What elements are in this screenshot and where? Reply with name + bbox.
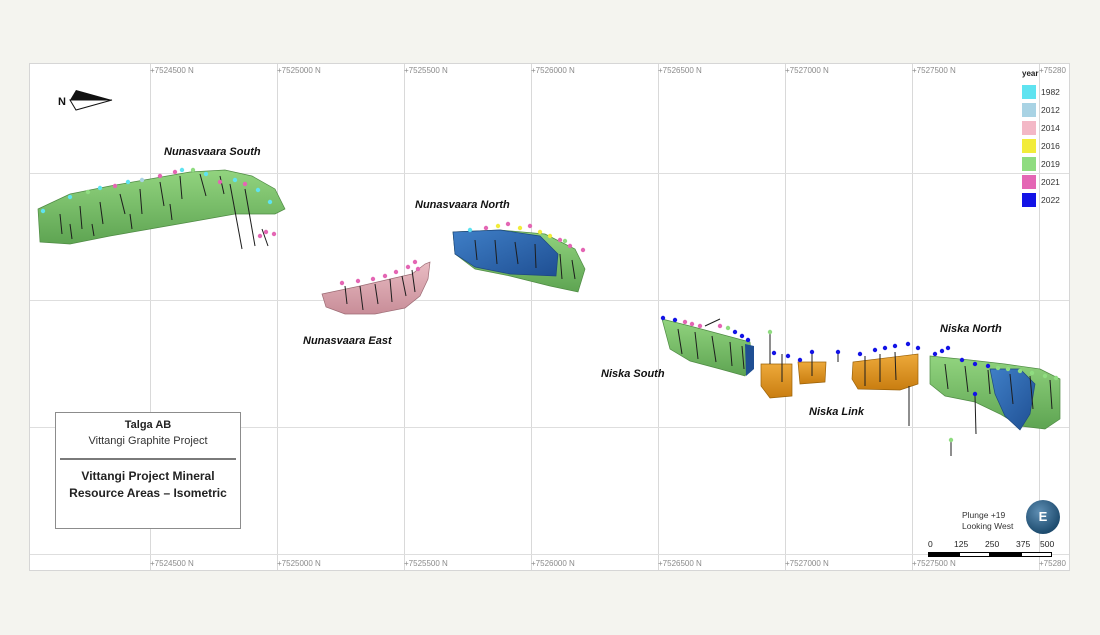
grid-line	[912, 64, 913, 570]
grid-tick-label: +7527000 N	[785, 66, 829, 75]
compass-icon: E	[1026, 500, 1060, 534]
title-box: Talga AB Vittangi Graphite Project Vitta…	[55, 412, 241, 529]
nunasvaara-north-body	[452, 221, 586, 293]
grid-tick-label: +7527000 N	[785, 559, 829, 568]
scale-segment	[959, 552, 990, 557]
legend-swatch	[1022, 103, 1036, 117]
scale-segment	[990, 552, 1021, 557]
grid-line	[531, 64, 532, 570]
grid-tick-label: +7525500 N	[404, 559, 448, 568]
area-label-niska-link: Niska Link	[809, 406, 865, 418]
plunge-text: Plunge +19	[962, 510, 1006, 520]
legend-label: 2021	[1041, 177, 1060, 187]
company-name: Talga AB	[124, 419, 172, 431]
grid-tick-label: +7524500 N	[150, 66, 194, 75]
legend-label: 2016	[1041, 141, 1060, 151]
legend-label: 2012	[1041, 105, 1060, 115]
grid-tick-label: +7526500 N	[658, 559, 702, 568]
svg-text:N: N	[58, 96, 66, 108]
grid-line	[785, 64, 786, 570]
grid-tick-label: +7525500 N	[404, 66, 448, 75]
legend-swatch	[1022, 193, 1036, 207]
legend-swatch	[1022, 85, 1036, 99]
north-arrow-icon: N	[58, 90, 113, 111]
niska-north-body	[929, 345, 1061, 456]
niska-south-body	[660, 315, 754, 377]
scale-bar	[928, 552, 1053, 557]
area-label-nunasvaara-south: Nunasvaara South	[164, 146, 261, 158]
scale-label: 375	[1016, 539, 1031, 549]
area-label-niska-south: Niska South	[601, 368, 665, 380]
grid-tick-label: +7527500 N	[912, 66, 956, 75]
grid-line	[30, 427, 1069, 428]
legend-title: year	[1022, 69, 1039, 78]
map-frame: +7524500 N +7525000 N +7525500 N +752600…	[29, 63, 1070, 571]
area-label-nunasvaara-east: Nunasvaara East	[303, 335, 392, 347]
grid-line	[30, 300, 1069, 301]
legend-label: 2014	[1041, 123, 1060, 133]
niska-link-body	[760, 329, 921, 426]
grid-tick-label: +7525000 N	[277, 66, 321, 75]
looking-text: Looking West	[962, 521, 1014, 531]
grid-tick-label: +7526500 N	[658, 66, 702, 75]
resource-bodies	[37, 167, 1061, 456]
legend-swatch	[1022, 139, 1036, 153]
area-label-nunasvaara-north: Nunasvaara North	[415, 199, 510, 211]
legend-swatch	[1022, 121, 1036, 135]
grid-line	[658, 64, 659, 570]
grid-line	[30, 554, 1069, 555]
project-name: Vittangi Graphite Project	[88, 435, 208, 447]
compass-letter: E	[1038, 509, 1048, 524]
grid-tick-label: +7527500 N	[912, 559, 956, 568]
nunasvaara-east-body	[321, 259, 431, 315]
grid-line	[1039, 64, 1040, 570]
grid-line	[277, 64, 278, 570]
grid-line	[30, 173, 1069, 174]
scale-segment	[1021, 552, 1052, 557]
legend-swatch	[1022, 157, 1036, 171]
scale-segment	[928, 552, 959, 557]
scale-label: 125	[954, 539, 969, 549]
grid-tick-label: +75280	[1039, 66, 1066, 75]
grid-tick-label: +7525000 N	[277, 559, 321, 568]
legend-swatch	[1022, 175, 1036, 189]
legend-label: 2019	[1041, 159, 1060, 169]
area-label-niska-north: Niska North	[940, 323, 1002, 335]
grid-tick-label: +7526000 N	[531, 66, 575, 75]
nunasvaara-south-body	[37, 167, 286, 250]
grid-tick-label: +7526000 N	[531, 559, 575, 568]
legend-label: 1982	[1041, 87, 1060, 97]
grid-line	[404, 64, 405, 570]
grid-tick-label: +75280	[1039, 559, 1066, 568]
scale-label: 500	[1040, 539, 1055, 549]
scale-label: 0	[928, 539, 933, 549]
grid-line	[150, 64, 151, 570]
scale-label: 250	[985, 539, 1000, 549]
figure-heading: Vittangi Project Mineral Resource Areas …	[69, 469, 227, 500]
divider	[60, 458, 236, 460]
grid-tick-label: +7524500 N	[150, 559, 194, 568]
legend-label: 2022	[1041, 195, 1060, 205]
view-info: Plunge +19 Looking West	[962, 510, 1013, 532]
